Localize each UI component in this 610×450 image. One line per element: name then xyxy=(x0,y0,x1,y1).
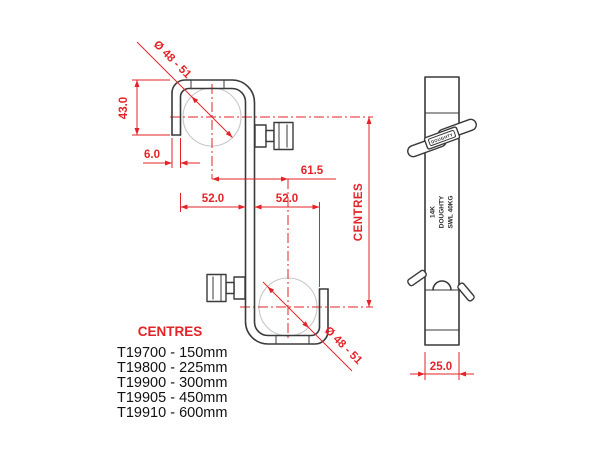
bottom-bolt-shaft xyxy=(225,281,235,295)
dim-centres: CENTRES xyxy=(353,117,372,307)
dim-label-hook-depth: 43.0 xyxy=(118,97,130,119)
dim-label-centre-offset: 61.5 xyxy=(301,165,324,177)
dim-material-thickness: 6.0 xyxy=(143,138,200,168)
top-bolt-plate xyxy=(254,124,267,148)
bar-marking-1: 14K xyxy=(430,206,437,218)
top-wingnut: DOUGHTY xyxy=(407,118,477,158)
parts-list-item-2: T19800 - 225mm xyxy=(117,360,227,376)
bottom-bolt-knurls xyxy=(212,274,222,302)
bottom-wingnut-arc xyxy=(432,280,452,291)
parts-list: CENTRES T19700 - 150mm T19800 - 225mm T1… xyxy=(117,324,227,421)
bar-markings: 14K DOUGHTY SWL 40KG xyxy=(430,195,455,228)
parts-list-item-4: T19905 - 450mm xyxy=(117,390,227,406)
dim-centre-offset: 61.5 xyxy=(212,165,336,182)
dim-label-bar-width: 25.0 xyxy=(430,361,452,373)
dim-right-span: 52.0 xyxy=(254,193,320,287)
bar-marking-2: DOUGHTY xyxy=(439,195,446,228)
top-bolt-shaft xyxy=(265,129,275,143)
bar-marking-3: SWL 40KG xyxy=(448,195,455,228)
dim-label-thickness: 6.0 xyxy=(144,149,160,161)
side-bar-outline xyxy=(424,76,460,346)
bottom-bolt-knob xyxy=(206,273,227,303)
dim-pipe-diameter-bottom: Ø 48 - 51 xyxy=(262,281,365,372)
top-bolt-knob xyxy=(273,121,294,151)
parts-list-item-1: T19700 - 150mm xyxy=(117,345,227,361)
parts-list-item-5: T19910 - 600mm xyxy=(117,405,227,421)
side-bar-joints xyxy=(425,112,459,331)
side-view: DOUGHTY 14K DOUGHTY SWL 40KG 25.0 xyxy=(407,76,477,380)
clamp-strip-edge-a xyxy=(171,79,321,337)
parts-list-item-3: T19900 - 300mm xyxy=(117,375,227,391)
clamp-body xyxy=(171,79,329,345)
parts-list-header: CENTRES xyxy=(138,324,203,339)
dim-label-right-span: 52.0 xyxy=(276,193,298,205)
dim-label-centres: CENTRES xyxy=(353,183,365,241)
dim-label-diameter-bottom: Ø 48 - 51 xyxy=(322,325,365,368)
top-bend-marks xyxy=(190,80,225,89)
dim-left-span: 52.0 xyxy=(180,193,246,212)
bottom-bend-marks xyxy=(275,335,310,344)
front-view: Ø 48 - 51 Ø 48 - 51 43.0 6.0 xyxy=(118,39,373,372)
top-bolt-knurls xyxy=(278,122,288,150)
dim-hook-depth: 43.0 xyxy=(118,79,170,136)
centerlines xyxy=(170,84,373,341)
bottom-wingnut-edge xyxy=(407,269,475,302)
dim-label-diameter-top: Ø 48 - 51 xyxy=(151,39,194,82)
bottom-bolt-plate xyxy=(233,276,246,300)
top-clamp-bolt xyxy=(254,121,294,151)
dim-label-left-span: 52.0 xyxy=(202,193,224,205)
bottom-clamp-bolt xyxy=(206,273,246,303)
dim-bar-width: 25.0 xyxy=(410,352,474,380)
clamp-strip-edge-b xyxy=(179,87,329,345)
